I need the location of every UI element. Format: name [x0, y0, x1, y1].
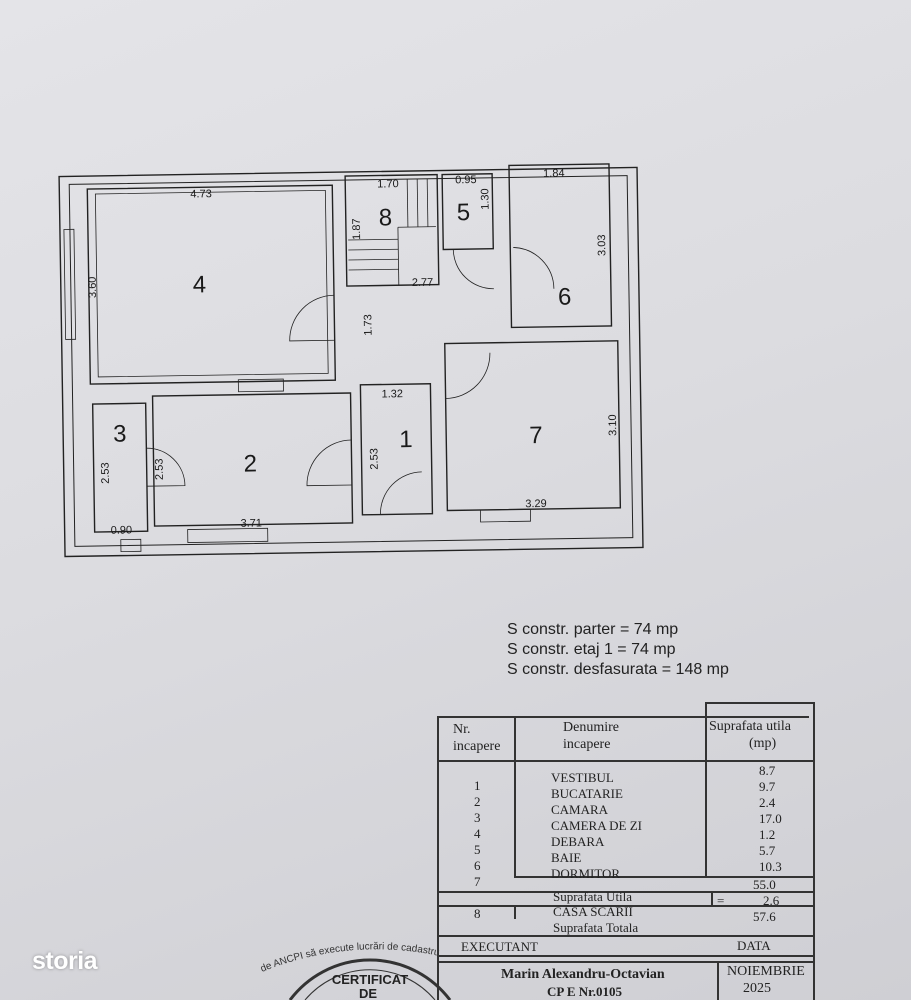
row-name: CAMARA [551, 802, 609, 817]
executant-cert: CP E Nr.0105 [547, 984, 622, 999]
row-area: 10.3 [759, 859, 782, 874]
dim: 1.87 [351, 218, 363, 240]
dim: 1.32 [381, 388, 403, 400]
dim: 2.53 [154, 458, 166, 480]
row-nr: 5 [474, 842, 481, 857]
row-nr: 7 [474, 874, 481, 889]
row-name: DEBARA [551, 834, 605, 849]
header-name: incapere [563, 737, 611, 752]
stairs [348, 178, 436, 286]
total-value: 57.6 [753, 909, 776, 924]
row-area: 9.7 [759, 779, 776, 794]
row-area: 8.7 [759, 763, 776, 778]
storia-logo: storia [32, 947, 98, 975]
stamp-inner-ring [304, 969, 436, 1000]
dim: 3.10 [607, 414, 619, 436]
stamp-outer-ring [288, 958, 452, 1000]
dim: 2.77 [412, 277, 434, 289]
room-3-outline [91, 402, 149, 533]
dim: 4.73 [190, 188, 212, 200]
room-label-8: 8 [379, 204, 393, 231]
dim: 3.29 [525, 498, 547, 510]
date-label: DATA [737, 938, 771, 953]
area-total: S constr. desfasurata = 148 mp [507, 661, 729, 678]
area-ground: S constr. parter = 74 mp [507, 621, 679, 638]
room-6-outline [508, 163, 613, 329]
row-name: BUCATARIE [551, 786, 623, 801]
total-label: Suprafata Totala [553, 920, 639, 935]
header-name: Denumire [563, 720, 619, 735]
room-2-outline [151, 392, 354, 527]
row-name: BAIE [551, 850, 582, 865]
date-month: NOIEMBRIE [727, 964, 805, 979]
room-1-outline [359, 383, 434, 516]
dim: 1.84 [543, 168, 565, 180]
room-4-outline [86, 184, 337, 385]
row-nr: 4 [474, 826, 481, 841]
usable-value: 55.0 [753, 877, 776, 892]
header-nr: incapere [453, 739, 501, 754]
stair-label: CASA SCARII [553, 904, 633, 919]
header-area: Suprafata utila [709, 719, 792, 734]
area-floor1: S constr. etaj 1 = 74 mp [507, 641, 676, 658]
room-label-7: 7 [529, 422, 543, 449]
certificate-stamp: de ANCPI să execute lucrări de cadastru … [259, 941, 452, 1000]
date-year: 2025 [743, 981, 771, 996]
outer-wall [58, 166, 644, 558]
rooms-table: Nr. incapere Denumire incapere Suprafata… [437, 702, 820, 1000]
row-area: 1.2 [759, 827, 776, 842]
row-name: VESTIBUL [551, 770, 614, 785]
dim: 3.03 [596, 235, 608, 257]
stair-eq: = [717, 893, 725, 908]
row-area: 5.7 [759, 843, 776, 858]
stamp-line1: CERTIFICAT [332, 972, 408, 987]
row-name: DORMITOR [551, 866, 621, 881]
row-area: 2.4 [759, 795, 776, 810]
row-area: 17.0 [759, 811, 782, 826]
room-label-3: 3 [113, 421, 127, 448]
row-nr: 6 [474, 858, 481, 873]
room-label-5: 5 [456, 199, 470, 226]
dim: 3.60 [87, 277, 99, 299]
header-area: (mp) [749, 736, 777, 751]
dim: 1.30 [479, 188, 491, 210]
room-label-1: 1 [399, 426, 413, 453]
usable-label: Suprafata Utila [553, 889, 633, 904]
stair-nr: 8 [474, 906, 481, 921]
room-label-6: 6 [558, 284, 572, 311]
room-5-outline [441, 173, 494, 251]
dim: 1.73 [362, 314, 374, 336]
row-nr: 3 [474, 810, 481, 825]
room-label-2: 2 [243, 450, 257, 477]
dim: 1.70 [377, 178, 399, 190]
stamp-line2: DE [359, 986, 377, 1000]
row-nr: 2 [474, 794, 481, 809]
row-nr: 1 [474, 778, 481, 793]
construction-areas: S constr. parter = 74 mp S constr. etaj … [507, 620, 729, 680]
dim: 0.90 [111, 524, 133, 536]
dim: 3.71 [240, 517, 262, 529]
dim: 2.53 [100, 462, 112, 484]
dim: 2.53 [368, 448, 380, 470]
dim: 0.95 [455, 174, 477, 186]
executant-label: EXECUTANT [461, 939, 538, 954]
stair-value: 2.6 [763, 893, 780, 908]
room-label-4: 4 [193, 271, 207, 298]
room-7-outline [444, 340, 622, 512]
header-nr: Nr. [453, 722, 471, 737]
row-name: CAMERA DE ZI [551, 818, 642, 833]
executant-name: Marin Alexandru-Octavian [501, 967, 665, 982]
room-8-outline [344, 173, 440, 287]
